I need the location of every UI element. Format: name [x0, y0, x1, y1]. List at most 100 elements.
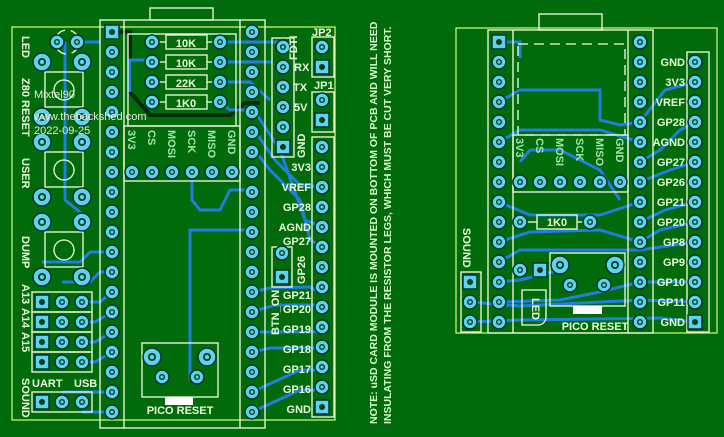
board-a-labels: LED Z80 RESET USER DUMP A13 A14 A15 UART… [19, 27, 334, 418]
user-switch [44, 151, 84, 188]
round-pad [144, 94, 160, 110]
round-pad [32, 212, 52, 232]
round-pad [491, 234, 507, 250]
square-pad [104, 24, 120, 40]
round-pad [275, 39, 291, 55]
sd-pin-label: CS [145, 130, 157, 145]
round-pad [104, 144, 120, 160]
right-pin-label: GP16 [283, 384, 311, 396]
round-pad [605, 255, 625, 275]
round-pad [491, 114, 507, 130]
assembly-note: NOTE: uSD CARD MODULE IS MOUNTED ON BOTT… [368, 21, 394, 424]
round-pad [104, 344, 120, 360]
round-pad [144, 34, 160, 50]
label-jp1: JP1 [314, 80, 334, 92]
round-pad [314, 159, 330, 175]
round-pad [72, 107, 92, 127]
round-pad [687, 74, 703, 90]
sd-pin-label: 3V3 [513, 138, 525, 158]
round-pad [244, 384, 260, 400]
round-pad [54, 394, 70, 410]
round-pad [632, 254, 648, 270]
resistor-label: 1K0 [176, 98, 196, 110]
round-pad [244, 404, 260, 420]
round-pad [54, 314, 70, 330]
square-pad [275, 139, 291, 155]
round-pad [491, 254, 507, 270]
round-pad [212, 34, 228, 50]
round-pad [275, 59, 291, 75]
round-pad [491, 154, 507, 170]
round-pad [104, 184, 120, 200]
round-pad [244, 264, 260, 280]
round-pad [32, 187, 52, 207]
round-pad [104, 324, 120, 340]
square-pad [314, 399, 330, 415]
round-pad [632, 274, 648, 290]
right-pin-label: GP20 [657, 217, 685, 229]
square-pad [462, 274, 478, 290]
round-pad [104, 84, 120, 100]
round-pad [632, 314, 648, 330]
sd-pin-label: MISO [593, 138, 605, 167]
right-pin-label: GND [287, 404, 312, 416]
label-5v: 5V [294, 102, 308, 114]
round-pad [462, 314, 478, 330]
round-pad [314, 219, 330, 235]
round-pad [244, 284, 260, 300]
square-pad [314, 112, 330, 128]
round-pad [532, 174, 548, 190]
sd-pin-label: 3V3 [125, 130, 137, 150]
round-pad [32, 107, 52, 127]
led-b-outline [521, 289, 547, 326]
round-pad [687, 194, 703, 210]
round-pad [512, 214, 528, 230]
right-pin-label: VREF [656, 97, 686, 109]
round-pad [562, 277, 578, 293]
round-pad [491, 174, 507, 190]
round-pad [632, 234, 648, 250]
sd-pin-label: SCK [185, 130, 197, 153]
round-pad [687, 154, 703, 170]
right-pin-label: GP18 [283, 344, 311, 356]
round-pad [104, 224, 120, 240]
round-pad [244, 104, 260, 120]
label-fdti: FDTI [288, 36, 300, 60]
round-pad [552, 174, 568, 190]
round-pad [462, 294, 478, 310]
round-pad [244, 224, 260, 240]
round-pad [274, 245, 290, 261]
dump-switch [44, 231, 84, 268]
square-pad [491, 34, 507, 50]
round-pad [632, 154, 648, 170]
square-pad [532, 262, 548, 278]
round-pad [244, 144, 260, 160]
right-pin-label: 3V3 [665, 77, 685, 89]
round-pad [314, 92, 330, 108]
round-pad [154, 369, 170, 385]
round-pad [687, 214, 703, 230]
round-pad [314, 39, 330, 55]
round-pad [244, 184, 260, 200]
round-pad [69, 34, 85, 50]
round-pad [632, 94, 648, 110]
watermark-name: Mixtel90 [34, 89, 75, 101]
round-pad [104, 124, 120, 140]
round-pad [632, 54, 648, 70]
watermark-url: www.thebackshed.com [33, 111, 147, 123]
right-pin-label: GP28 [657, 117, 685, 129]
round-pad [572, 174, 588, 190]
label-jp2: JP2 [312, 27, 332, 39]
label-led-b: LED [529, 298, 541, 320]
round-pad [512, 262, 528, 278]
label-tx: TX [293, 82, 308, 94]
round-pad [72, 52, 92, 72]
round-pad [244, 44, 260, 60]
round-pad [582, 214, 598, 230]
round-pad [687, 94, 703, 110]
round-pad [144, 164, 160, 180]
round-pad [632, 114, 648, 130]
label-a14: A14 [19, 308, 31, 329]
